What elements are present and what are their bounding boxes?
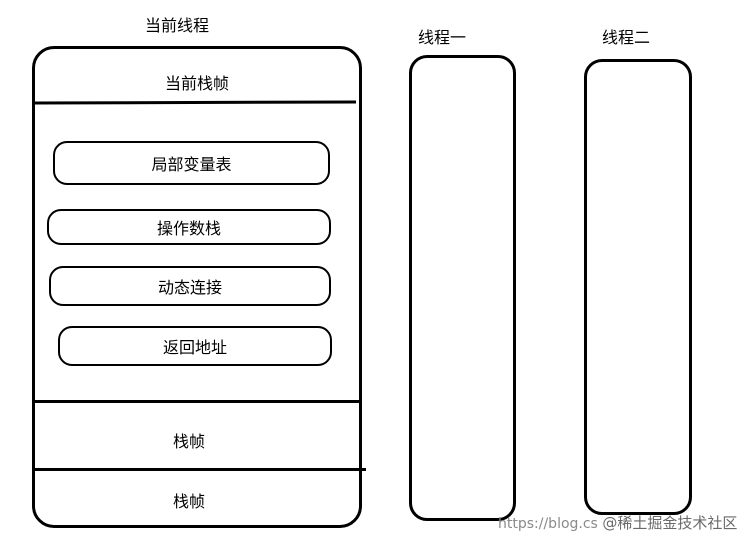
thread-two-title: 线程二 (602, 28, 651, 47)
frame-divider-2 (34, 468, 366, 471)
stack-frame-1: 栈帧 (172, 432, 205, 451)
thread-two-stack (584, 59, 692, 515)
current-thread-title: 当前线程 (145, 16, 210, 35)
frame-divider-1 (34, 400, 360, 403)
local-variable-table: 局部变量表 (53, 141, 330, 185)
watermark: https://blog.cs @稀土掘金技术社区 (498, 512, 737, 533)
return-address: 返回地址 (58, 326, 332, 366)
dynamic-linking: 动态连接 (49, 266, 331, 306)
watermark-url: https://blog.cs (498, 516, 598, 532)
dynamic-linking-label: 动态连接 (157, 278, 222, 297)
stack-frame-2: 栈帧 (172, 492, 205, 511)
thread-one-stack (409, 55, 516, 521)
watermark-brand: @稀土掘金技术社区 (602, 514, 738, 532)
current-frame-label: 当前栈帧 (164, 74, 229, 93)
thread-one-title: 线程一 (418, 28, 467, 47)
operand-stack: 操作数栈 (47, 209, 331, 245)
return-address-label: 返回地址 (162, 338, 227, 357)
operand-stack-label: 操作数栈 (156, 219, 221, 238)
local-variable-table-label: 局部变量表 (151, 155, 232, 174)
